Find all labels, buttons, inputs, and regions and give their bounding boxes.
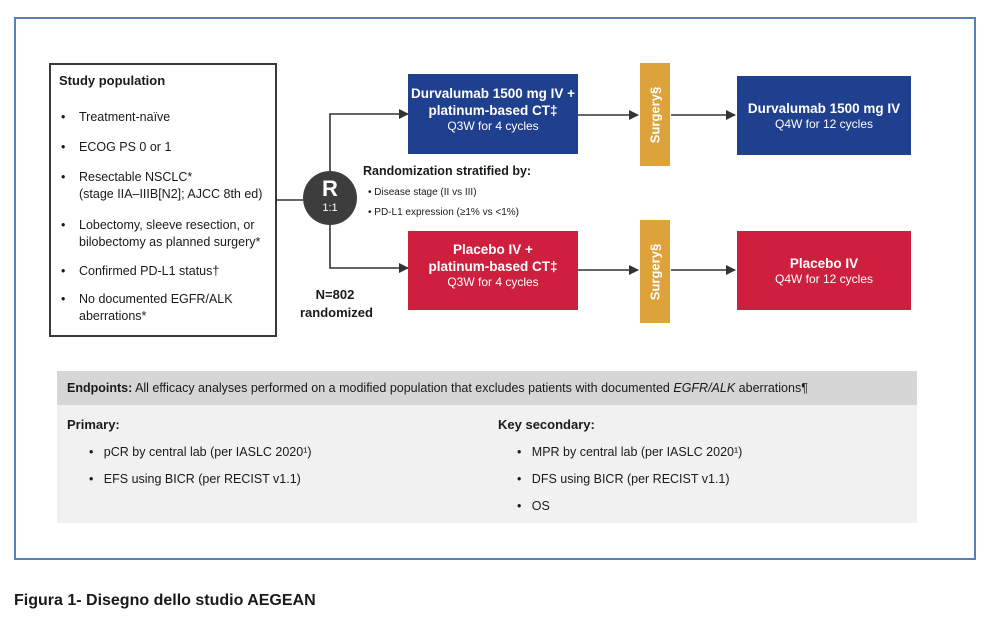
population-item-line: Resectable NSCLC* (79, 170, 193, 184)
population-item-line: (stage IIA–IIIB[N2]; AJCC 8th ed) (79, 187, 263, 201)
primary-endpoint-item: • pCR by central lab (per IASLC 2020¹) (89, 445, 312, 459)
durvalumab-adjuvant-box: Durvalumab 1500 mg IV Q4W for 12 cycles (737, 76, 911, 155)
stratification-item: • Disease stage (II vs III) (368, 187, 477, 198)
figure-caption: Figura 1- Disegno dello studio AEGEAN (14, 592, 316, 609)
durvalumab-neoadjuvant-box: Durvalumab 1500 mg IV + platinum-based C… (408, 74, 578, 154)
endpoints-label: Endpoints: (67, 381, 133, 395)
n-randomized: N=802 randomized (300, 287, 373, 320)
study-population-box: Study population •Treatment-naïve •ECOG … (49, 63, 277, 337)
endpoints-text-end: aberrations¶ (738, 381, 808, 395)
stratification-item: • PD-L1 expression (≥1% vs <1%) (368, 207, 519, 218)
placebo-neoadjuvant-box: Placebo IV + platinum-based CT‡ Q3W for … (408, 231, 578, 310)
endpoints-text: All efficacy analyses performed on a mod… (135, 381, 670, 395)
randomization-circle: R 1:1 (303, 171, 357, 225)
connector-arrow (329, 109, 409, 171)
secondary-endpoint-item: • OS (517, 499, 550, 513)
secondary-endpoint-item: • MPR by central lab (per IASLC 2020¹) (517, 445, 743, 459)
stratification-title: Randomization stratified by: (363, 164, 532, 178)
population-item-line: No documented EGFR/ALK (79, 292, 233, 306)
endpoints-header: Endpoints: All efficacy analyses perform… (57, 371, 917, 405)
primary-endpoints-title: Primary: (67, 417, 120, 432)
placebo-adjuvant-box: Placebo IV Q4W for 12 cycles (737, 231, 911, 310)
population-item-line: aberrations* (79, 309, 147, 323)
primary-endpoint-item: • EFS using BICR (per RECIST v1.1) (89, 472, 301, 486)
randomization-letter: R (322, 176, 338, 201)
endpoints-emphasis: EGFR/ALK (673, 381, 736, 395)
durvalumab-surgery-box: Surgery§ (640, 63, 670, 166)
randomization-ratio: 1:1 (322, 202, 338, 214)
secondary-endpoints-title: Key secondary: (498, 417, 595, 432)
study-population-title: Study population (59, 73, 166, 88)
secondary-endpoint-item: • DFS using BICR (per RECIST v1.1) (517, 472, 730, 486)
population-item-line: bilobectomy as planned surgery* (79, 235, 261, 249)
endpoints-body: Primary: • pCR by central lab (per IASLC… (57, 405, 917, 523)
placebo-surgery-box: Surgery§ (640, 220, 670, 323)
connector-arrow (329, 225, 409, 273)
population-item-line: Lobectomy, sleeve resection, or (79, 218, 255, 232)
